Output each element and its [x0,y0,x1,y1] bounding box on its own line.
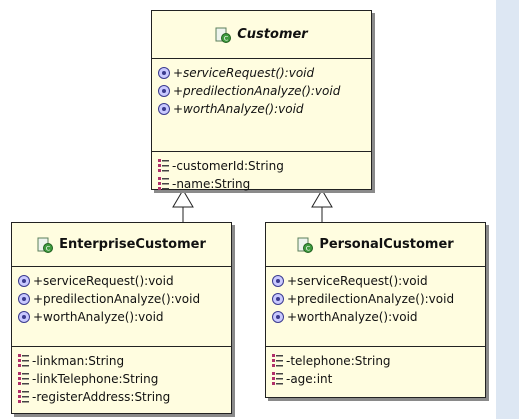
operation-row: +predilectionAnalyze():void [272,290,485,308]
private-field-icon [272,354,283,367]
operation-text: +serviceRequest():void [33,274,174,288]
compartment-separator [266,346,485,347]
class-name: Customer [237,27,308,42]
private-field-icon [158,159,169,172]
private-field-icon [18,372,29,385]
compartment-separator [266,266,485,267]
class-name: EnterpriseCustomer [59,237,206,252]
attribute-row: -linkman:String [18,352,231,370]
attribute-text: -registerAddress:String [32,390,171,404]
attribute-text: -linkTelephone:String [32,372,159,386]
operation-text: +predilectionAnalyze():void [33,292,201,306]
attribute-text: -name:String [172,177,251,191]
attribute-row: -telephone:String [272,352,485,370]
page-background-strip [496,0,519,419]
compartment-separator [12,266,231,267]
attribute-row: -linkTelephone:String [18,370,231,388]
public-operation-icon [158,103,170,115]
public-operation-icon [18,275,30,287]
attribute-row: -name:String [158,175,371,193]
attributes-compartment: -telephone:String -age:int [266,347,485,390]
class-icon: C [297,237,314,253]
class-header: C PersonalCustomer [266,223,485,266]
operations-compartment: +serviceRequest():void +predilectionAnal… [152,59,371,151]
compartment-separator [12,346,231,347]
compartment-separator [152,151,371,152]
operation-text: +predilectionAnalyze():void [287,292,455,306]
svg-text:C: C [306,244,311,252]
class-enterprise-customer[interactable]: C EnterpriseCustomer +serviceRequest():v… [11,222,232,414]
public-operation-icon [272,275,284,287]
class-personal-customer[interactable]: C PersonalCustomer +serviceRequest():voi… [265,222,486,398]
operation-row: +predilectionAnalyze():void [158,82,371,100]
attribute-text: -telephone:String [286,354,391,368]
operation-text: +serviceRequest():void [287,274,428,288]
attribute-text: -age:int [286,372,333,386]
private-field-icon [272,372,283,385]
compartment-separator [152,58,371,59]
attribute-row: -age:int [272,370,485,388]
class-customer[interactable]: C Customer +serviceRequest():void +predi… [151,10,372,191]
operation-row: +serviceRequest():void [272,272,485,290]
private-field-icon [18,354,29,367]
operation-text: +worthAnalyze():void [173,102,304,116]
attribute-text: -customerId:String [172,159,284,173]
class-icon: C [37,237,54,253]
public-operation-icon [272,311,284,323]
private-field-icon [18,390,29,403]
attribute-row: -customerId:String [158,157,371,175]
class-header: C EnterpriseCustomer [12,223,231,266]
operations-compartment: +serviceRequest():void +predilectionAnal… [266,267,485,346]
operation-row: +worthAnalyze():void [272,308,485,326]
public-operation-icon [158,85,170,97]
public-operation-icon [158,67,170,79]
generalization-arrowhead-enterprise [172,189,194,208]
public-operation-icon [272,293,284,305]
generalization-arrowhead-personal [311,189,333,208]
svg-text:C: C [224,34,229,42]
class-icon: C [215,27,232,43]
operation-text: +serviceRequest():void [173,66,315,80]
private-field-icon [158,177,169,190]
attributes-compartment: -linkman:String -linkTelephone:String -r… [12,347,231,408]
class-name: PersonalCustomer [319,237,454,252]
class-header: C Customer [152,11,371,58]
public-operation-icon [18,311,30,323]
attribute-text: -linkman:String [32,354,125,368]
operations-compartment: +serviceRequest():void +predilectionAnal… [12,267,231,346]
attributes-compartment: -customerId:String -name:String [152,152,371,195]
operation-text: +worthAnalyze():void [33,310,164,324]
operation-row: +worthAnalyze():void [18,308,231,326]
operation-row: +serviceRequest():void [18,272,231,290]
operation-row: +worthAnalyze():void [158,100,371,118]
operation-text: +predilectionAnalyze():void [173,84,341,98]
operation-text: +worthAnalyze():void [287,310,418,324]
operation-row: +serviceRequest():void [158,64,371,82]
public-operation-icon [18,293,30,305]
operation-row: +predilectionAnalyze():void [18,290,231,308]
svg-text:C: C [46,244,51,252]
attribute-row: -registerAddress:String [18,388,231,406]
